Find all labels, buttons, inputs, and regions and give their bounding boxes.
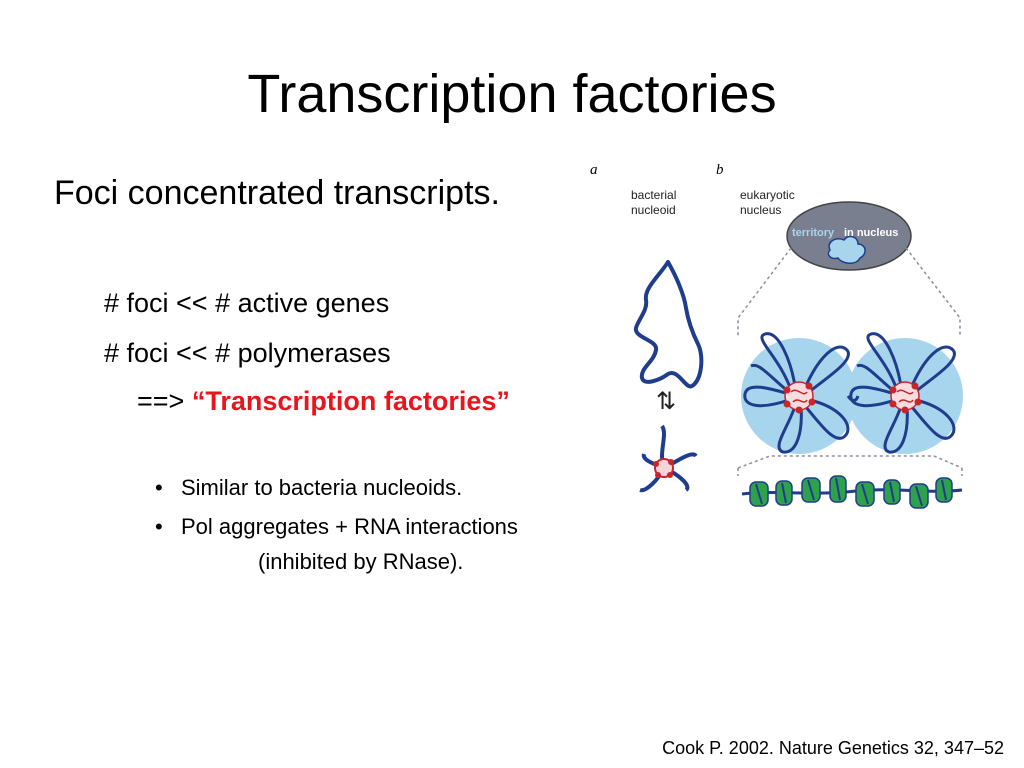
bullet-dot: • — [155, 475, 163, 500]
transcription-factory-figure: a b bacterial nucleoid eukaryotic nucleu… — [586, 150, 986, 530]
eukaryotic-nucleus-label: eukaryotic nucleus — [740, 188, 795, 217]
zoom-lines-upper — [737, 247, 792, 336]
bullet-dot: • — [155, 514, 163, 539]
arrow-text: ==> — [137, 386, 185, 416]
bullet-text: Similar to bacteria nucleoids. — [181, 475, 463, 500]
bacterial-nucleoid-loop — [634, 260, 704, 389]
panel-a-label: a — [590, 162, 598, 178]
territory-label: territory — [792, 227, 835, 239]
in-nucleus-label: in nucleus — [844, 227, 898, 239]
zoom-lines-lower — [737, 455, 963, 469]
transcription-factory — [741, 332, 857, 454]
dna-wraps — [755, 477, 947, 507]
transcription-factories-highlight: “Transcription factories” — [191, 386, 510, 416]
bullet-text: Pol aggregates + RNA interactions — [181, 514, 518, 539]
equilibrium-arrow-icon: ⇅ — [656, 387, 676, 415]
chromatin-link — [846, 395, 860, 402]
bacterial-nucleoid-label: bacterial nucleoid — [631, 188, 677, 217]
panel-b-label: b — [716, 162, 724, 178]
figure-diagram: ⇅ territory in nucleus — [634, 201, 963, 509]
main-point: Foci concentrated transcripts. — [54, 174, 500, 212]
sub-point-active-genes: # foci << # active genes — [104, 288, 390, 318]
citation: Cook P. 2002. Nature Genetics 32, 347–52 — [662, 738, 1004, 758]
bullet-item: • Pol aggregates + RNA interactions — [155, 513, 518, 540]
chromatin-fiber — [741, 488, 963, 496]
zoom-lines-upper — [905, 247, 961, 336]
slide-title: Transcription factories — [247, 64, 777, 124]
bacterial-factory — [639, 424, 698, 493]
bullet-item: • Similar to bacteria nucleoids. — [155, 474, 462, 501]
transcription-factory — [847, 332, 963, 454]
sub-point-polymerases: # foci << # polymerases — [104, 338, 391, 368]
chromosome-territory — [827, 235, 866, 264]
bullet-continuation: (inhibited by RNase). — [258, 549, 464, 574]
sub-point-conclusion: ==> “Transcription factories” — [137, 385, 510, 417]
